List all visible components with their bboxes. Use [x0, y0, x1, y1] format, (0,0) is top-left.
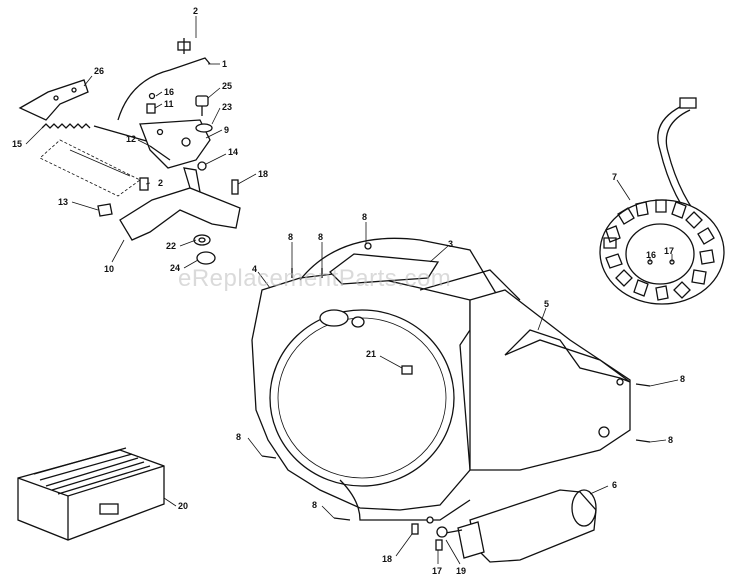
- callout-15: 15: [12, 139, 22, 149]
- callout-19: 19: [456, 566, 466, 576]
- callout-10: 10: [104, 264, 114, 274]
- callout-2-top: 2: [193, 6, 198, 16]
- callout-6: 6: [612, 480, 617, 490]
- watermark-text: eReplacementParts.com: [178, 265, 451, 292]
- callout-16-stator: 16: [646, 250, 656, 260]
- callout-22: 22: [166, 241, 176, 251]
- callout-17-stator: 17: [664, 246, 674, 256]
- callout-9: 9: [224, 125, 229, 135]
- callout-1: 1: [222, 59, 227, 69]
- callout-13: 13: [58, 197, 68, 207]
- callout-8-mid: 8: [318, 232, 323, 242]
- callout-8-right-upper: 8: [680, 374, 685, 384]
- governor-linkage-assembly: [18, 38, 241, 265]
- leader-lines: [25, 16, 679, 565]
- starter-motor: [411, 489, 597, 563]
- callout-12: 12: [126, 134, 136, 144]
- callout-17-bottom: 17: [432, 566, 442, 576]
- callout-8-bottom: 8: [312, 500, 317, 510]
- fasteners: [261, 242, 651, 521]
- callout-25: 25: [222, 81, 232, 91]
- blower-housing: [251, 237, 631, 521]
- stator-assembly: [599, 97, 725, 305]
- callout-20: 20: [178, 501, 188, 511]
- rectifier-regulator: [17, 447, 165, 541]
- callout-labels: 2 1 26 16 25 11 23 15 9 12 14 2 18 13 22…: [12, 6, 685, 576]
- callout-21: 21: [366, 349, 376, 359]
- callout-7: 7: [612, 172, 617, 182]
- callout-4: 4: [252, 264, 257, 274]
- callout-16-linkage: 16: [164, 87, 174, 97]
- callout-8-right-lower: 8: [668, 435, 673, 445]
- callout-3: 3: [448, 239, 453, 249]
- callout-24: 24: [170, 263, 180, 273]
- callout-11: 11: [164, 99, 174, 109]
- callout-5: 5: [544, 299, 549, 309]
- callout-8-left: 8: [288, 232, 293, 242]
- callout-18-linkage: 18: [258, 169, 268, 179]
- callout-23: 23: [222, 102, 232, 112]
- callout-18-bottom: 18: [382, 554, 392, 564]
- callout-14: 14: [228, 147, 238, 157]
- callout-26: 26: [94, 66, 104, 76]
- callout-8-lower-left: 8: [236, 432, 241, 442]
- callout-8-top: 8: [362, 212, 367, 222]
- callout-2-lower: 2: [158, 178, 163, 188]
